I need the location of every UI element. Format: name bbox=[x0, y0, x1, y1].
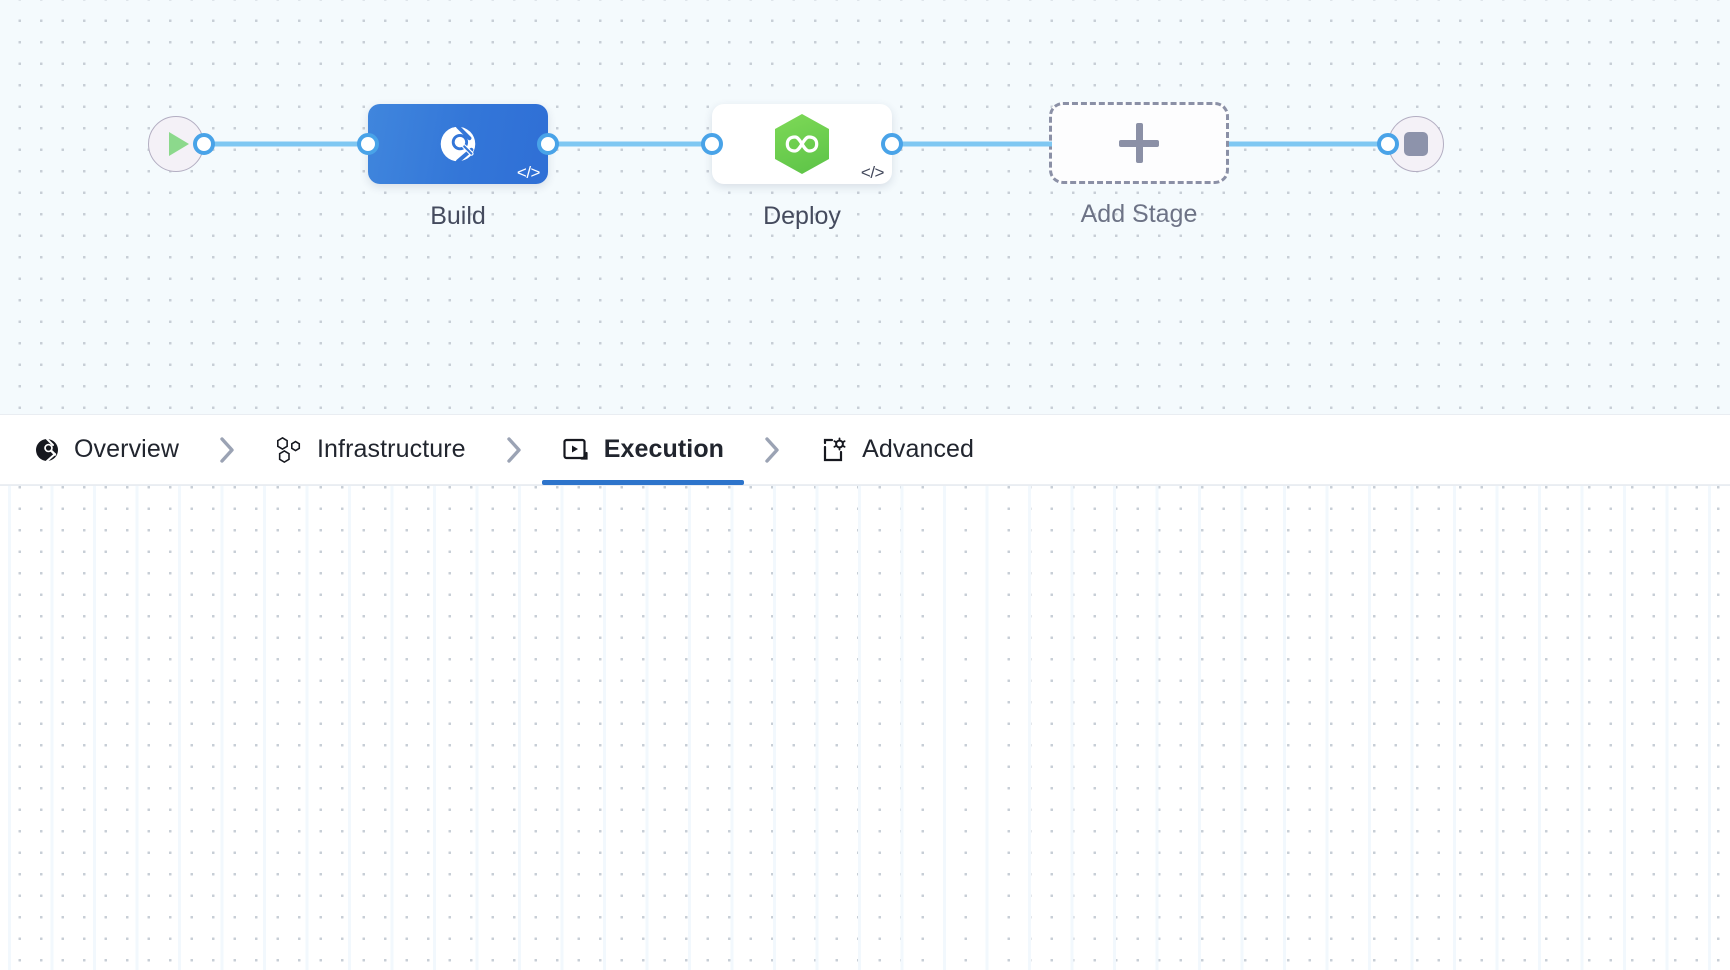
cd-deploy-icon bbox=[775, 114, 829, 174]
connector-start-build bbox=[204, 141, 368, 147]
advanced-gear-icon bbox=[820, 436, 848, 464]
tab-execution[interactable]: Execution bbox=[541, 415, 745, 485]
code-badge-icon[interactable]: </> bbox=[516, 163, 541, 182]
deploy-stage-card[interactable]: </> bbox=[712, 104, 892, 184]
tab-overview[interactable]: Overview bbox=[30, 415, 183, 485]
play-icon bbox=[169, 132, 189, 156]
deploy-output-port[interactable] bbox=[881, 133, 903, 155]
add-stage-label: Add Stage bbox=[1080, 200, 1198, 228]
chevron-right-icon bbox=[762, 435, 782, 465]
infinity-glyph bbox=[785, 135, 819, 153]
tab-label-infrastructure: Infrastructure bbox=[317, 435, 466, 463]
add-stage-node[interactable]: Add Stage bbox=[1049, 102, 1229, 232]
connector-addstage-end bbox=[1229, 141, 1392, 147]
hexagons-icon bbox=[275, 436, 303, 464]
stage-node-deploy[interactable]: </> Deploy bbox=[701, 104, 903, 234]
pipeline-start-node[interactable] bbox=[148, 116, 215, 172]
overview-pie-icon bbox=[34, 437, 60, 463]
chevron-right-icon bbox=[217, 435, 237, 465]
add-stage-button[interactable] bbox=[1049, 102, 1229, 184]
tab-infrastructure[interactable]: Infrastructure bbox=[271, 415, 470, 485]
stop-icon bbox=[1404, 132, 1428, 156]
stages-canvas[interactable]: </> Build </> Deploy bbox=[0, 0, 1730, 415]
pipeline-end-node[interactable] bbox=[1377, 116, 1444, 172]
build-output-port[interactable] bbox=[537, 133, 559, 155]
ci-build-icon bbox=[440, 124, 476, 164]
tab-label-overview: Overview bbox=[74, 435, 179, 463]
tab-label-advanced: Advanced bbox=[862, 435, 975, 463]
execution-steps-canvas[interactable]: </> Build and Test bbox=[0, 485, 1730, 970]
tab-advanced[interactable]: Advanced bbox=[816, 415, 978, 485]
stage-label-build: Build bbox=[430, 202, 486, 230]
connector-deploy-addstage bbox=[892, 141, 1052, 147]
stage-node-build[interactable]: </> Build bbox=[357, 104, 559, 234]
stage-label-deploy: Deploy bbox=[763, 202, 841, 230]
deploy-input-port[interactable] bbox=[701, 133, 723, 155]
end-port[interactable] bbox=[1377, 133, 1399, 155]
start-port[interactable] bbox=[193, 133, 215, 155]
code-badge-icon[interactable]: </> bbox=[860, 163, 885, 182]
execution-play-icon bbox=[562, 437, 590, 463]
tab-label-execution: Execution bbox=[603, 435, 725, 463]
chevron-right-icon bbox=[504, 435, 524, 465]
build-stage-card[interactable]: </> bbox=[368, 104, 548, 184]
plus-icon bbox=[1119, 123, 1159, 163]
section-tabbar[interactable]: Overview Infrastructure bbox=[0, 415, 1730, 485]
build-input-port[interactable] bbox=[357, 133, 379, 155]
connector-build-deploy bbox=[548, 141, 712, 147]
